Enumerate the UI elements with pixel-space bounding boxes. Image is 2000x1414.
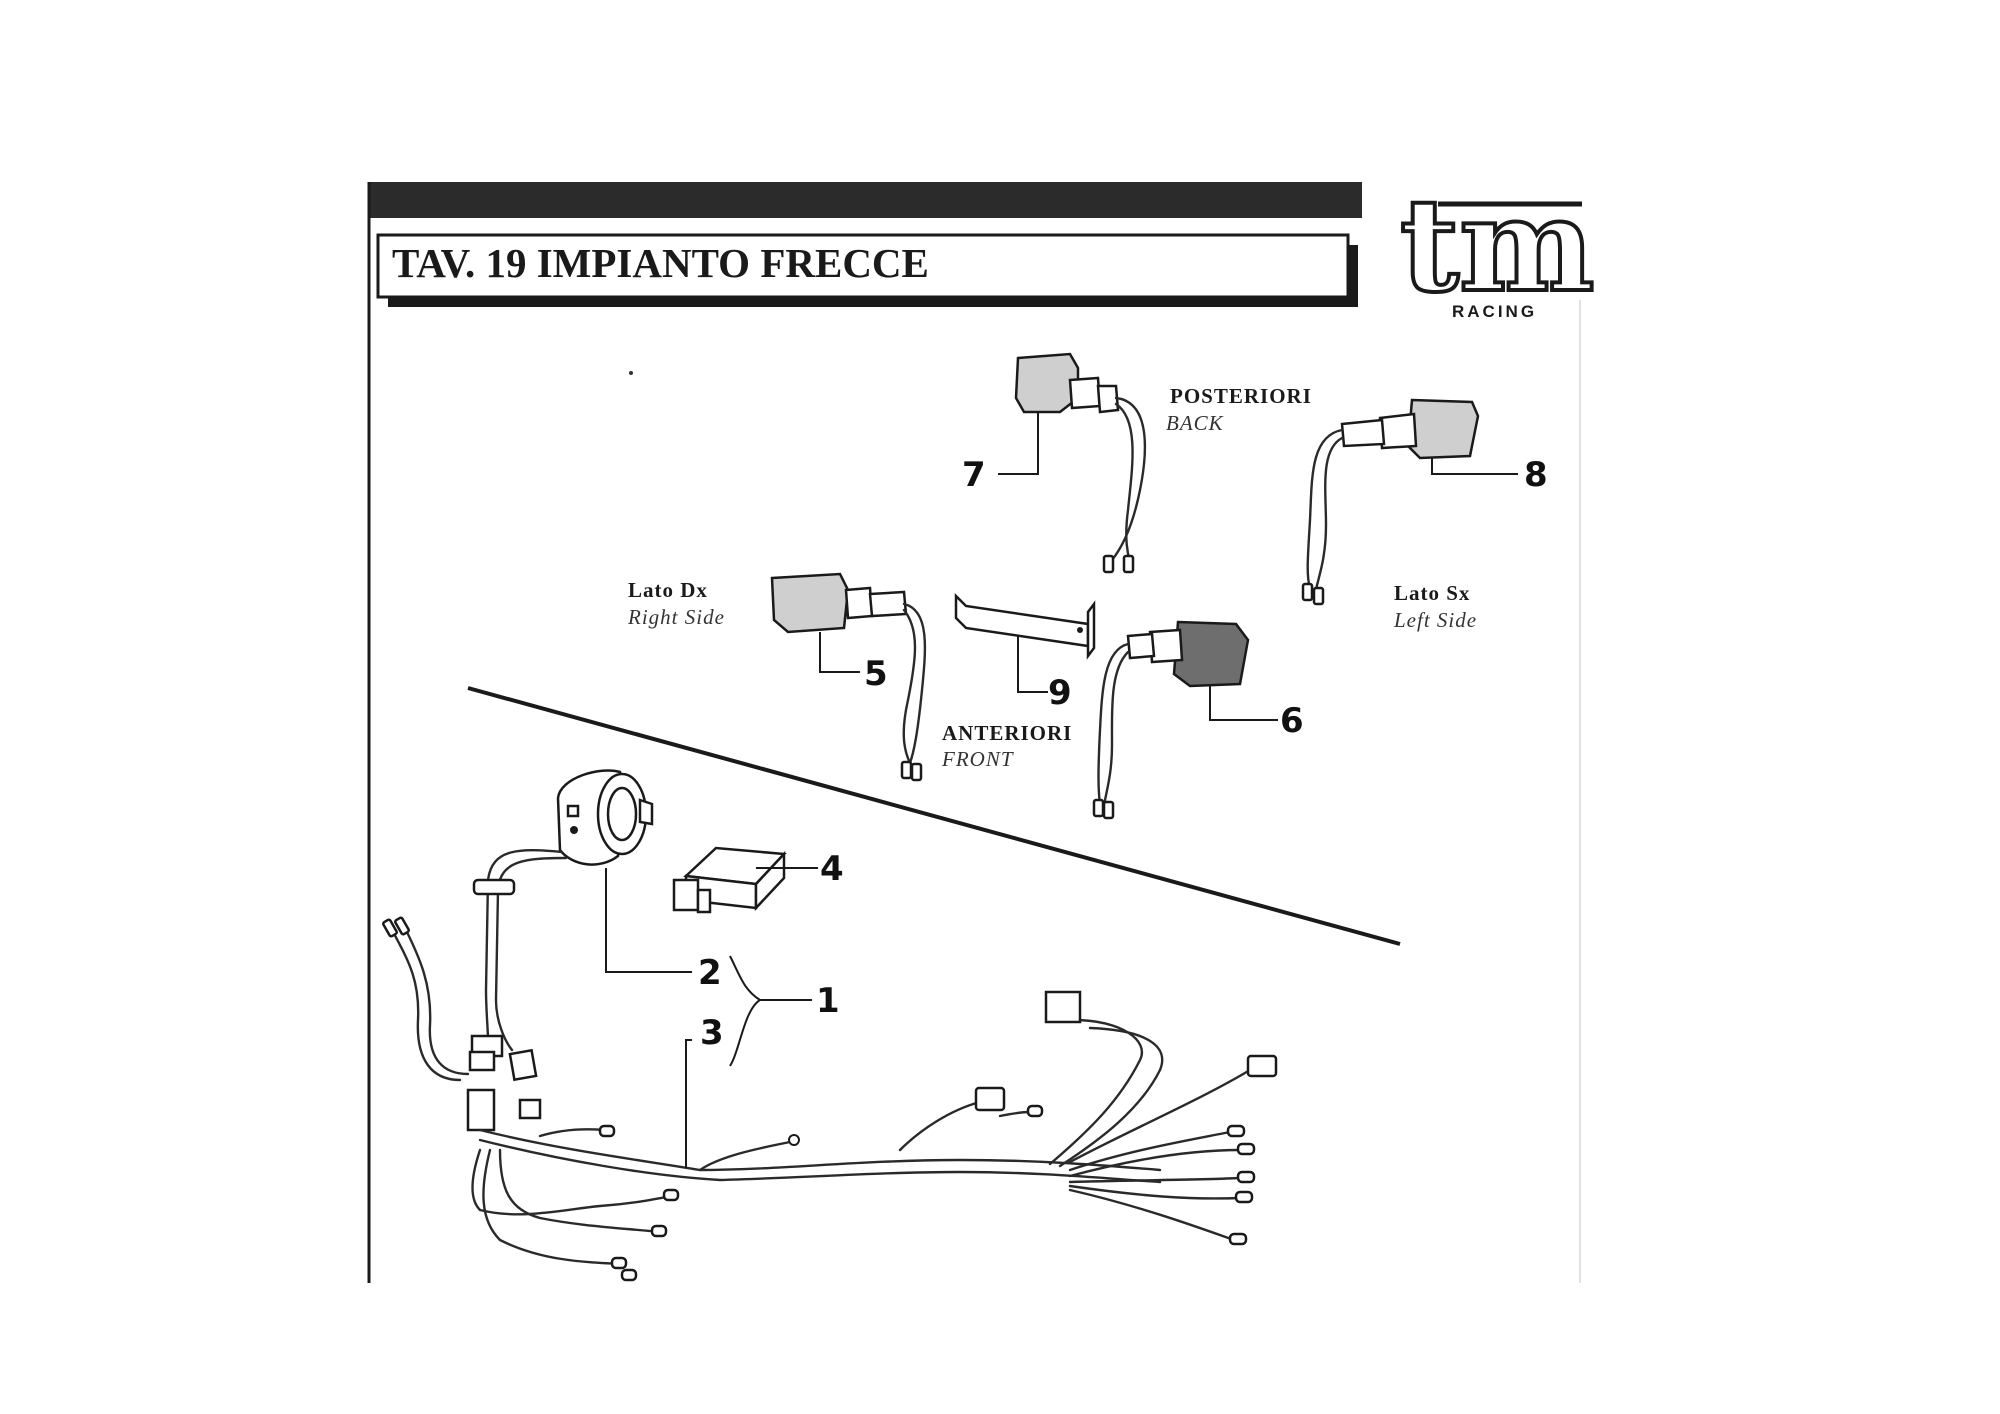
rear-left-indicator: [1301, 398, 1480, 606]
handlebar-switch: [556, 769, 654, 866]
callout-5: 5: [864, 654, 888, 694]
logo-mark: tm: [1400, 171, 1595, 321]
callout-3: 3: [700, 1013, 724, 1053]
leader-3: [685, 1039, 692, 1168]
callout-8: 8: [1524, 455, 1548, 495]
flasher-relay: [672, 846, 787, 914]
rear-group-label-it: POSTERIORI: [1170, 384, 1312, 408]
callout-6: 6: [1280, 701, 1304, 741]
bracket-group-1: [729, 955, 762, 1067]
rear-group-label-en: BACK: [1166, 411, 1224, 435]
right-side-label-it: Lato Dx: [628, 578, 708, 602]
title-box: [376, 233, 1350, 299]
tm-racing-logo: tm RACING: [1398, 169, 1597, 323]
callout-1: 1: [816, 981, 840, 1021]
callout-9: 9: [1048, 673, 1072, 713]
leader-7: [998, 412, 1039, 475]
rear-right-indicator: [1014, 352, 1147, 574]
leader-9: [1017, 636, 1048, 693]
leader-6: [1209, 686, 1278, 721]
page-title: TAV. 19 IMPIANTO FRECCE: [392, 240, 929, 286]
header-bar: [368, 182, 1362, 218]
section-divider: [467, 686, 1401, 946]
right-side-label-en: Right Side: [627, 605, 725, 629]
left-side-label-en: Left Side: [1393, 608, 1477, 632]
leader-8: [1431, 458, 1518, 475]
speck: [629, 371, 633, 375]
front-right-indicator: [770, 572, 927, 782]
leader-5: [819, 632, 860, 673]
callout-7: 7: [962, 455, 986, 495]
front-left-indicator: [1092, 620, 1250, 820]
front-group-label-it: ANTERIORI: [942, 721, 1072, 745]
bracket: [954, 592, 1096, 660]
left-side-label-it: Lato Sx: [1394, 581, 1470, 605]
leader-2: [605, 868, 692, 973]
front-group-label-en: FRONT: [941, 747, 1014, 771]
logo-subtitle: RACING: [1452, 302, 1537, 321]
main-wiring-harness: [382, 848, 1278, 1282]
callout-4: 4: [820, 849, 844, 889]
callout-2: 2: [698, 953, 722, 993]
